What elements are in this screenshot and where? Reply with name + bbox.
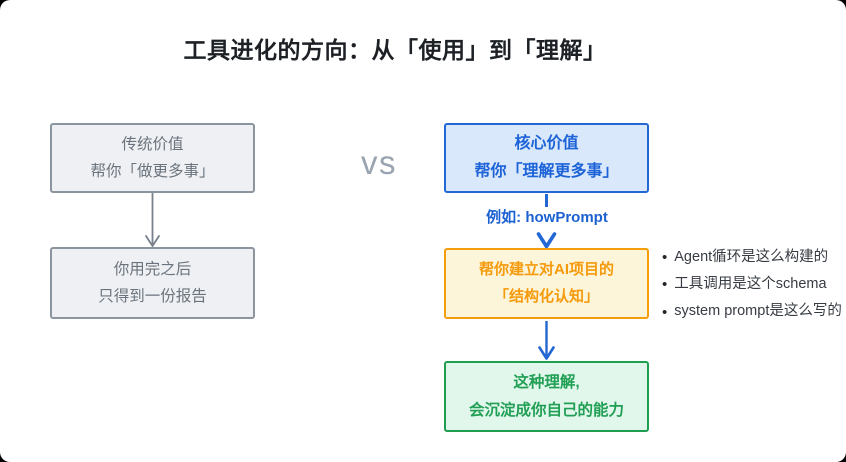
vs-label: vs — [361, 144, 397, 181]
traditional-value-line2: 帮你「做更多事」 — [90, 163, 215, 180]
report-result-box: 你用完之后 只得到一份报告 — [50, 247, 255, 319]
traditional-value-box: 传统价值 帮你「做更多事」 — [50, 123, 255, 193]
traditional-value-line1: 传统价值 — [121, 135, 184, 153]
core-value-line2: 帮你「理解更多事」 — [474, 163, 619, 180]
report-result-line1: 你用完之后 — [113, 260, 192, 278]
structured-cognition-line1: 帮你建立对AI项目的 — [478, 261, 614, 279]
ability-line1: 这种理解, — [513, 374, 580, 392]
blue-down-arrow — [538, 321, 555, 360]
bullet-icon: • — [662, 276, 668, 294]
list-item: • system prompt是这么写的 — [662, 303, 842, 321]
bullet-icon: • — [662, 303, 668, 321]
bullet-icon: • — [662, 249, 668, 267]
report-result-line2: 只得到一份报告 — [98, 288, 207, 305]
core-value-box: 核心价值 帮你「理解更多事」 — [444, 123, 649, 193]
structured-cognition-line2: 「结构化认知」 — [493, 287, 599, 305]
blue-arrow-example — [536, 194, 557, 249]
ability-box: 这种理解, 会沉淀成你自己的能力 — [444, 361, 649, 432]
core-value-line1: 核心价值 — [514, 135, 579, 152]
ability-line2: 会沉淀成你自己的能力 — [468, 401, 624, 419]
example-arrow-label: 例如: howPrompt — [486, 209, 608, 226]
bullet-text: system prompt是这么写的 — [674, 303, 842, 320]
structured-cognition-box: 帮你建立对AI项目的 「结构化认知」 — [444, 248, 649, 319]
cognition-bullet-list: • Agent循环是这么构建的 • 工具调用是这个schema • system… — [662, 249, 842, 321]
bullet-text: 工具调用是这个schema — [674, 276, 827, 293]
bullet-text: Agent循环是这么构建的 — [674, 249, 829, 265]
list-item: • 工具调用是这个schema — [662, 276, 842, 294]
list-item: • Agent循环是这么构建的 — [662, 249, 842, 267]
page-title: 工具进化的方向：从「使用」到「理解」 — [183, 37, 607, 63]
gray-down-arrow — [145, 193, 160, 247]
